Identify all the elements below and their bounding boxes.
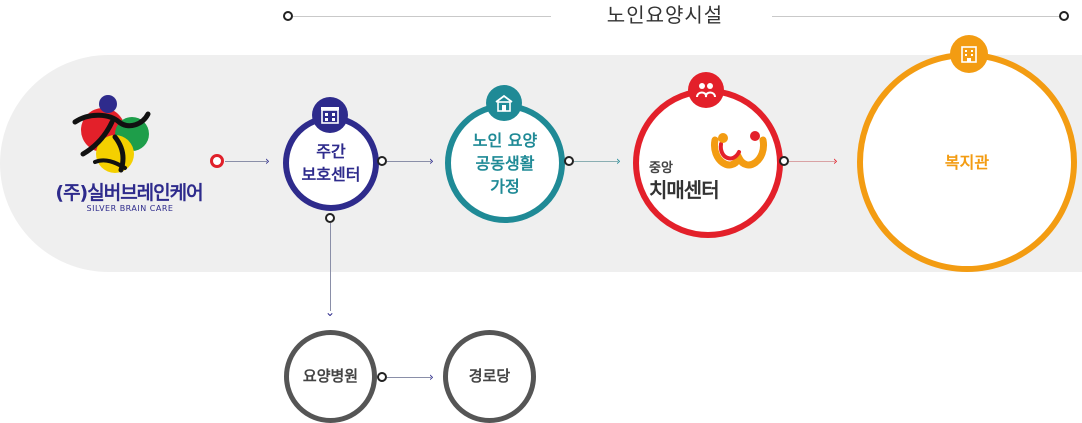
connector-daycare-down	[330, 223, 331, 311]
company-logo: (주)실버브레인케어 SILVER BRAIN CARE	[55, 92, 205, 232]
office-building-icon	[950, 35, 988, 73]
node-welfare-center[interactable]: 복지관	[857, 52, 1077, 272]
dementia-out-dot	[779, 156, 789, 166]
day-care-down-dot	[325, 213, 335, 223]
silver-brain-care-logo-icon	[72, 95, 151, 173]
connector-hospital-seniorhall	[387, 377, 431, 378]
building-icon	[312, 97, 348, 133]
node-nursing-hospital-label: 요양병원	[302, 367, 359, 385]
connector-daycare-grouphome	[387, 161, 431, 162]
company-name: (주)실버브레인케어	[55, 182, 203, 204]
start-dot	[210, 154, 224, 168]
connector-dementia-welfare	[789, 161, 835, 162]
hospital-out-dot	[377, 372, 387, 382]
arrow-right-icon: ›	[616, 154, 621, 168]
connector-grouphome-dementia	[574, 161, 618, 162]
node-senior-hall[interactable]: 경로당	[443, 330, 536, 423]
connector-start-daycare	[225, 161, 267, 162]
company-name-en: SILVER BRAIN CARE	[86, 204, 174, 213]
header-line-end-dot	[1059, 11, 1069, 21]
dementia-center-logo-icon	[711, 131, 767, 169]
day-care-out-dot	[377, 156, 387, 166]
house-icon	[486, 85, 522, 121]
arrow-right-icon: ›	[833, 154, 838, 168]
people-icon	[688, 72, 724, 108]
group-home-out-dot	[564, 156, 574, 166]
node-group-home-label: 노인 요양 공동생활 가정	[472, 130, 538, 196]
node-dementia-center[interactable]: 중앙 치매센터	[633, 88, 783, 238]
dementia-center-prefix: 중앙	[649, 161, 673, 176]
arrow-down-icon: ⌄	[325, 305, 336, 319]
header-line-right	[772, 16, 1060, 17]
node-senior-hall-label: 경로당	[468, 367, 511, 385]
header-line-start-dot	[283, 11, 293, 21]
node-nursing-hospital[interactable]: 요양병원	[284, 330, 377, 423]
arrow-right-icon: ›	[265, 154, 270, 168]
header-line-left	[293, 16, 551, 17]
diagram-title: 노인요양시설	[606, 3, 724, 27]
arrow-right-icon: ›	[429, 370, 434, 384]
node-group-home[interactable]: 노인 요양 공동생활 가정	[445, 103, 565, 223]
node-dementia-center-label: 치매센터	[649, 178, 720, 202]
node-welfare-center-label: 복지관	[944, 152, 990, 172]
node-day-care-label: 주간 보호센터	[301, 142, 361, 184]
arrow-right-icon: ›	[429, 154, 434, 168]
